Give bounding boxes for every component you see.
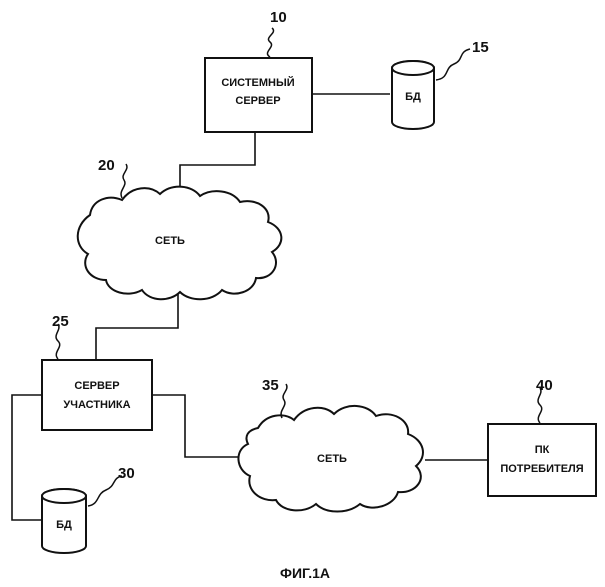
- network-bottom-ref-number: 35: [262, 377, 279, 394]
- network-top-ref-number: 20: [98, 157, 115, 174]
- system-server-label-line1: СИСТЕМНЫЙ: [221, 76, 294, 89]
- db-bottom-label: БД: [56, 519, 72, 531]
- consumer-pc-node: ПК ПОТРЕБИТЕЛЯ 40: [488, 377, 596, 496]
- network-top-label: СЕТЬ: [155, 235, 185, 247]
- system-server-label-line2: СЕРВЕР: [235, 95, 280, 107]
- participant-server-label-line2: УЧАСТНИКА: [63, 399, 130, 411]
- consumer-pc-label-line2: ПОТРЕБИТЕЛЯ: [500, 463, 583, 475]
- db-top-cylinder-cap: [392, 61, 434, 75]
- db-top-ref-leader: [436, 49, 470, 80]
- line-system-server-to-network: [180, 132, 255, 190]
- line-participant-server-to-db: [12, 395, 42, 520]
- consumer-pc-box: [488, 424, 596, 496]
- network-top-ref-leader: [121, 164, 127, 198]
- db-bottom-ref-number: 30: [118, 465, 135, 482]
- db-bottom-cylinder-cap: [42, 489, 86, 503]
- consumer-pc-ref-number: 40: [536, 377, 553, 394]
- line-participant-server-to-network: [152, 395, 248, 457]
- db-bottom-node: БД 30: [42, 465, 135, 553]
- figure-caption: ФИГ.1А: [280, 565, 330, 581]
- db-top-node: БД 15: [392, 39, 489, 129]
- system-server-node: СИСТЕМНЫЙ СЕРВЕР 10: [205, 9, 312, 132]
- system-server-ref-leader: [267, 28, 273, 57]
- db-top-ref-number: 15: [472, 39, 489, 56]
- network-bottom-label: СЕТЬ: [317, 453, 347, 465]
- participant-server-node: СЕРВЕР УЧАСТНИКА 25: [42, 313, 152, 430]
- db-top-label: БД: [405, 91, 421, 103]
- line-network-to-participant-server: [96, 293, 178, 360]
- participant-server-label-line1: СЕРВЕР: [74, 380, 119, 392]
- network-bottom-node: СЕТЬ 35: [238, 377, 423, 512]
- db-bottom-ref-leader: [88, 476, 122, 506]
- consumer-pc-label-line1: ПК: [535, 444, 550, 456]
- participant-server-box: [42, 360, 152, 430]
- participant-server-ref-number: 25: [52, 313, 69, 330]
- system-server-ref-number: 10: [270, 9, 287, 26]
- network-bottom-ref-leader: [281, 384, 287, 418]
